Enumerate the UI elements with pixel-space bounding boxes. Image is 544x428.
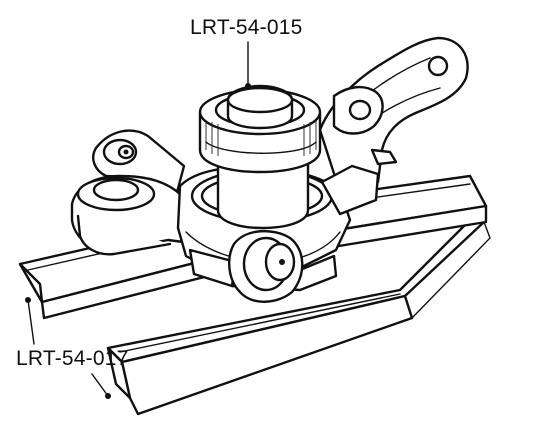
press-cup-tool [198,84,322,174]
leader-dot-bottom-2 [105,393,111,399]
leader-dot-bottom-1 [25,297,31,303]
tool-label-bottom: LRT-54-017 [16,347,129,370]
leader-line-bottom-2 [91,373,109,397]
tool-label-top: LRT-54-015 [190,16,303,39]
leader-dot-top [245,83,251,89]
leader-line-bottom-1 [27,299,35,345]
hub-knuckle [70,129,380,303]
suspension-arm [318,36,469,188]
